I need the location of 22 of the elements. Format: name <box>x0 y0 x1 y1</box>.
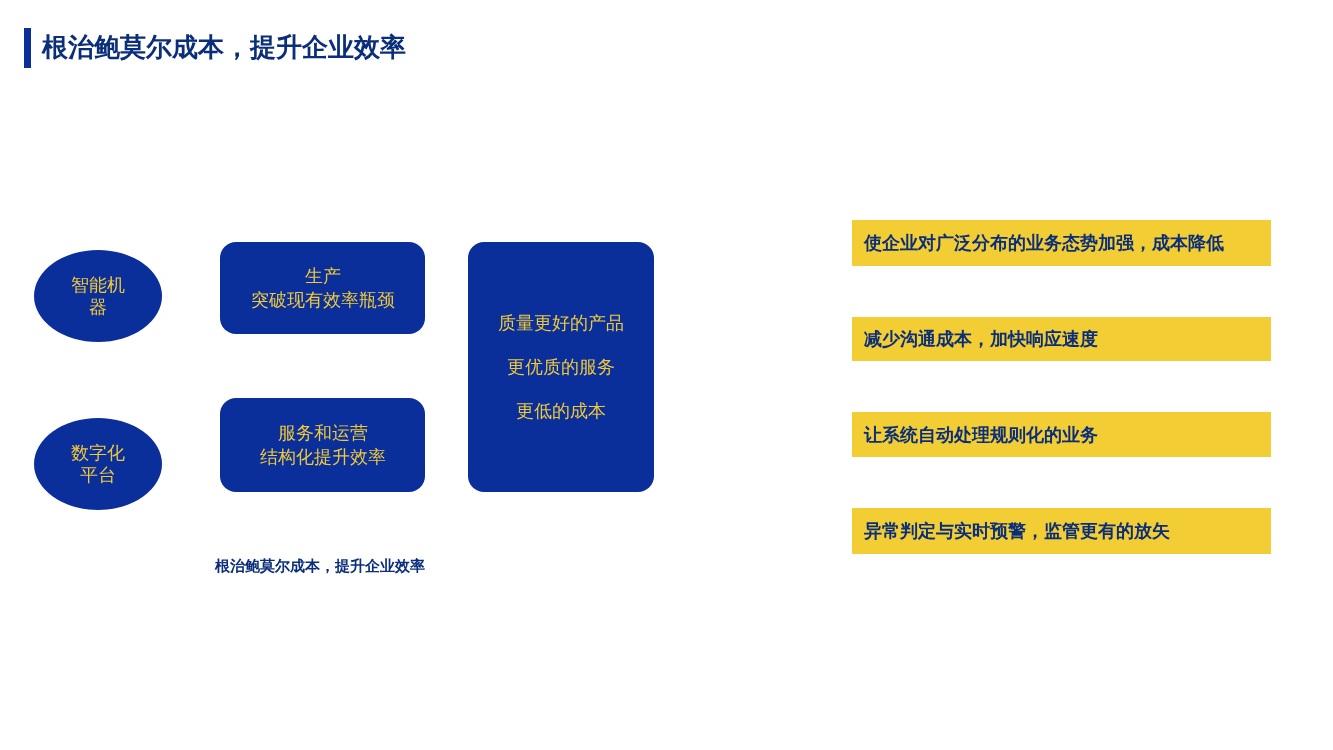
rounded-box <box>220 398 425 492</box>
rounded-box <box>468 242 654 492</box>
node-text: 让系统自动处理规则化的业务 <box>864 422 1098 447</box>
node-text: 数字化平台 <box>70 442 126 486</box>
highlight-bar <box>852 412 1271 457</box>
highlight-bar <box>852 220 1271 266</box>
highlight-bar <box>852 317 1271 361</box>
node-text: 突破现有效率瓶颈 <box>250 288 395 312</box>
node-text: 服务和运营 <box>277 421 368 445</box>
rounded-box <box>220 242 425 334</box>
highlight-bar <box>852 508 1271 554</box>
node-text: 结构化提升效率 <box>259 445 386 469</box>
node-text: 减少沟通成本，加快响应速度 <box>864 327 1098 351</box>
node-text: 使企业对广泛分布的业务态势加强，成本降低 <box>864 231 1224 255</box>
node-text: 质量更好的产品 <box>498 311 624 335</box>
node-text: 异常判定与实时预警，监管更有的放矢 <box>864 519 1170 543</box>
node-text: 更低的成本 <box>516 399 606 423</box>
node-text: 生产 <box>304 264 341 288</box>
slide-title: 根治鲍莫尔成本，提升企业效率 <box>42 31 406 64</box>
node-text: 更优质的服务 <box>507 355 615 379</box>
caption: 根治鲍莫尔成本，提升企业效率 <box>215 557 425 576</box>
node-text: 智能机器 <box>70 274 126 318</box>
